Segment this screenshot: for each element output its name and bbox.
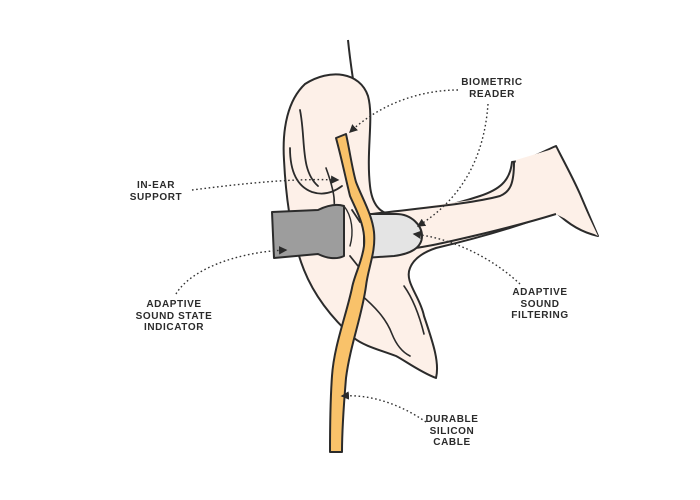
leader-biometric-reader	[348, 89, 459, 133]
sound-state-indicator	[271, 203, 345, 260]
antitragus-line	[359, 293, 411, 357]
lobe-line	[403, 285, 425, 335]
earpiece-slot-lower	[349, 255, 359, 267]
label-biometric-reader: BIOMETRIC READER	[461, 77, 523, 100]
label-adaptive-sound-filtering: ADAPTIVE SOUND FILTERING	[511, 287, 569, 321]
inner-fold-upper	[299, 109, 319, 187]
label-in-ear-support: IN-EAR SUPPORT	[129, 180, 183, 203]
earpiece-cable	[329, 133, 376, 453]
leader-sound-state-indicator	[175, 246, 288, 295]
leader-sound-filtering	[412, 230, 521, 285]
label-adaptive-sound-state-indicator: ADAPTIVE SOUND STATE INDICATOR	[135, 299, 213, 333]
earpiece-slot-upper	[351, 209, 361, 223]
earpiece-seam	[343, 205, 353, 247]
label-durable-silicon-cable: DURABLE SILICON CABLE	[425, 414, 479, 448]
ear-canal-outline-top	[371, 161, 515, 215]
sound-filter-tip	[363, 213, 423, 259]
leader-biometric-to-filter	[416, 103, 489, 227]
leader-in-ear-support	[191, 175, 340, 191]
inner-fold-curve	[289, 147, 343, 195]
leader-durable-cable	[340, 391, 427, 423]
